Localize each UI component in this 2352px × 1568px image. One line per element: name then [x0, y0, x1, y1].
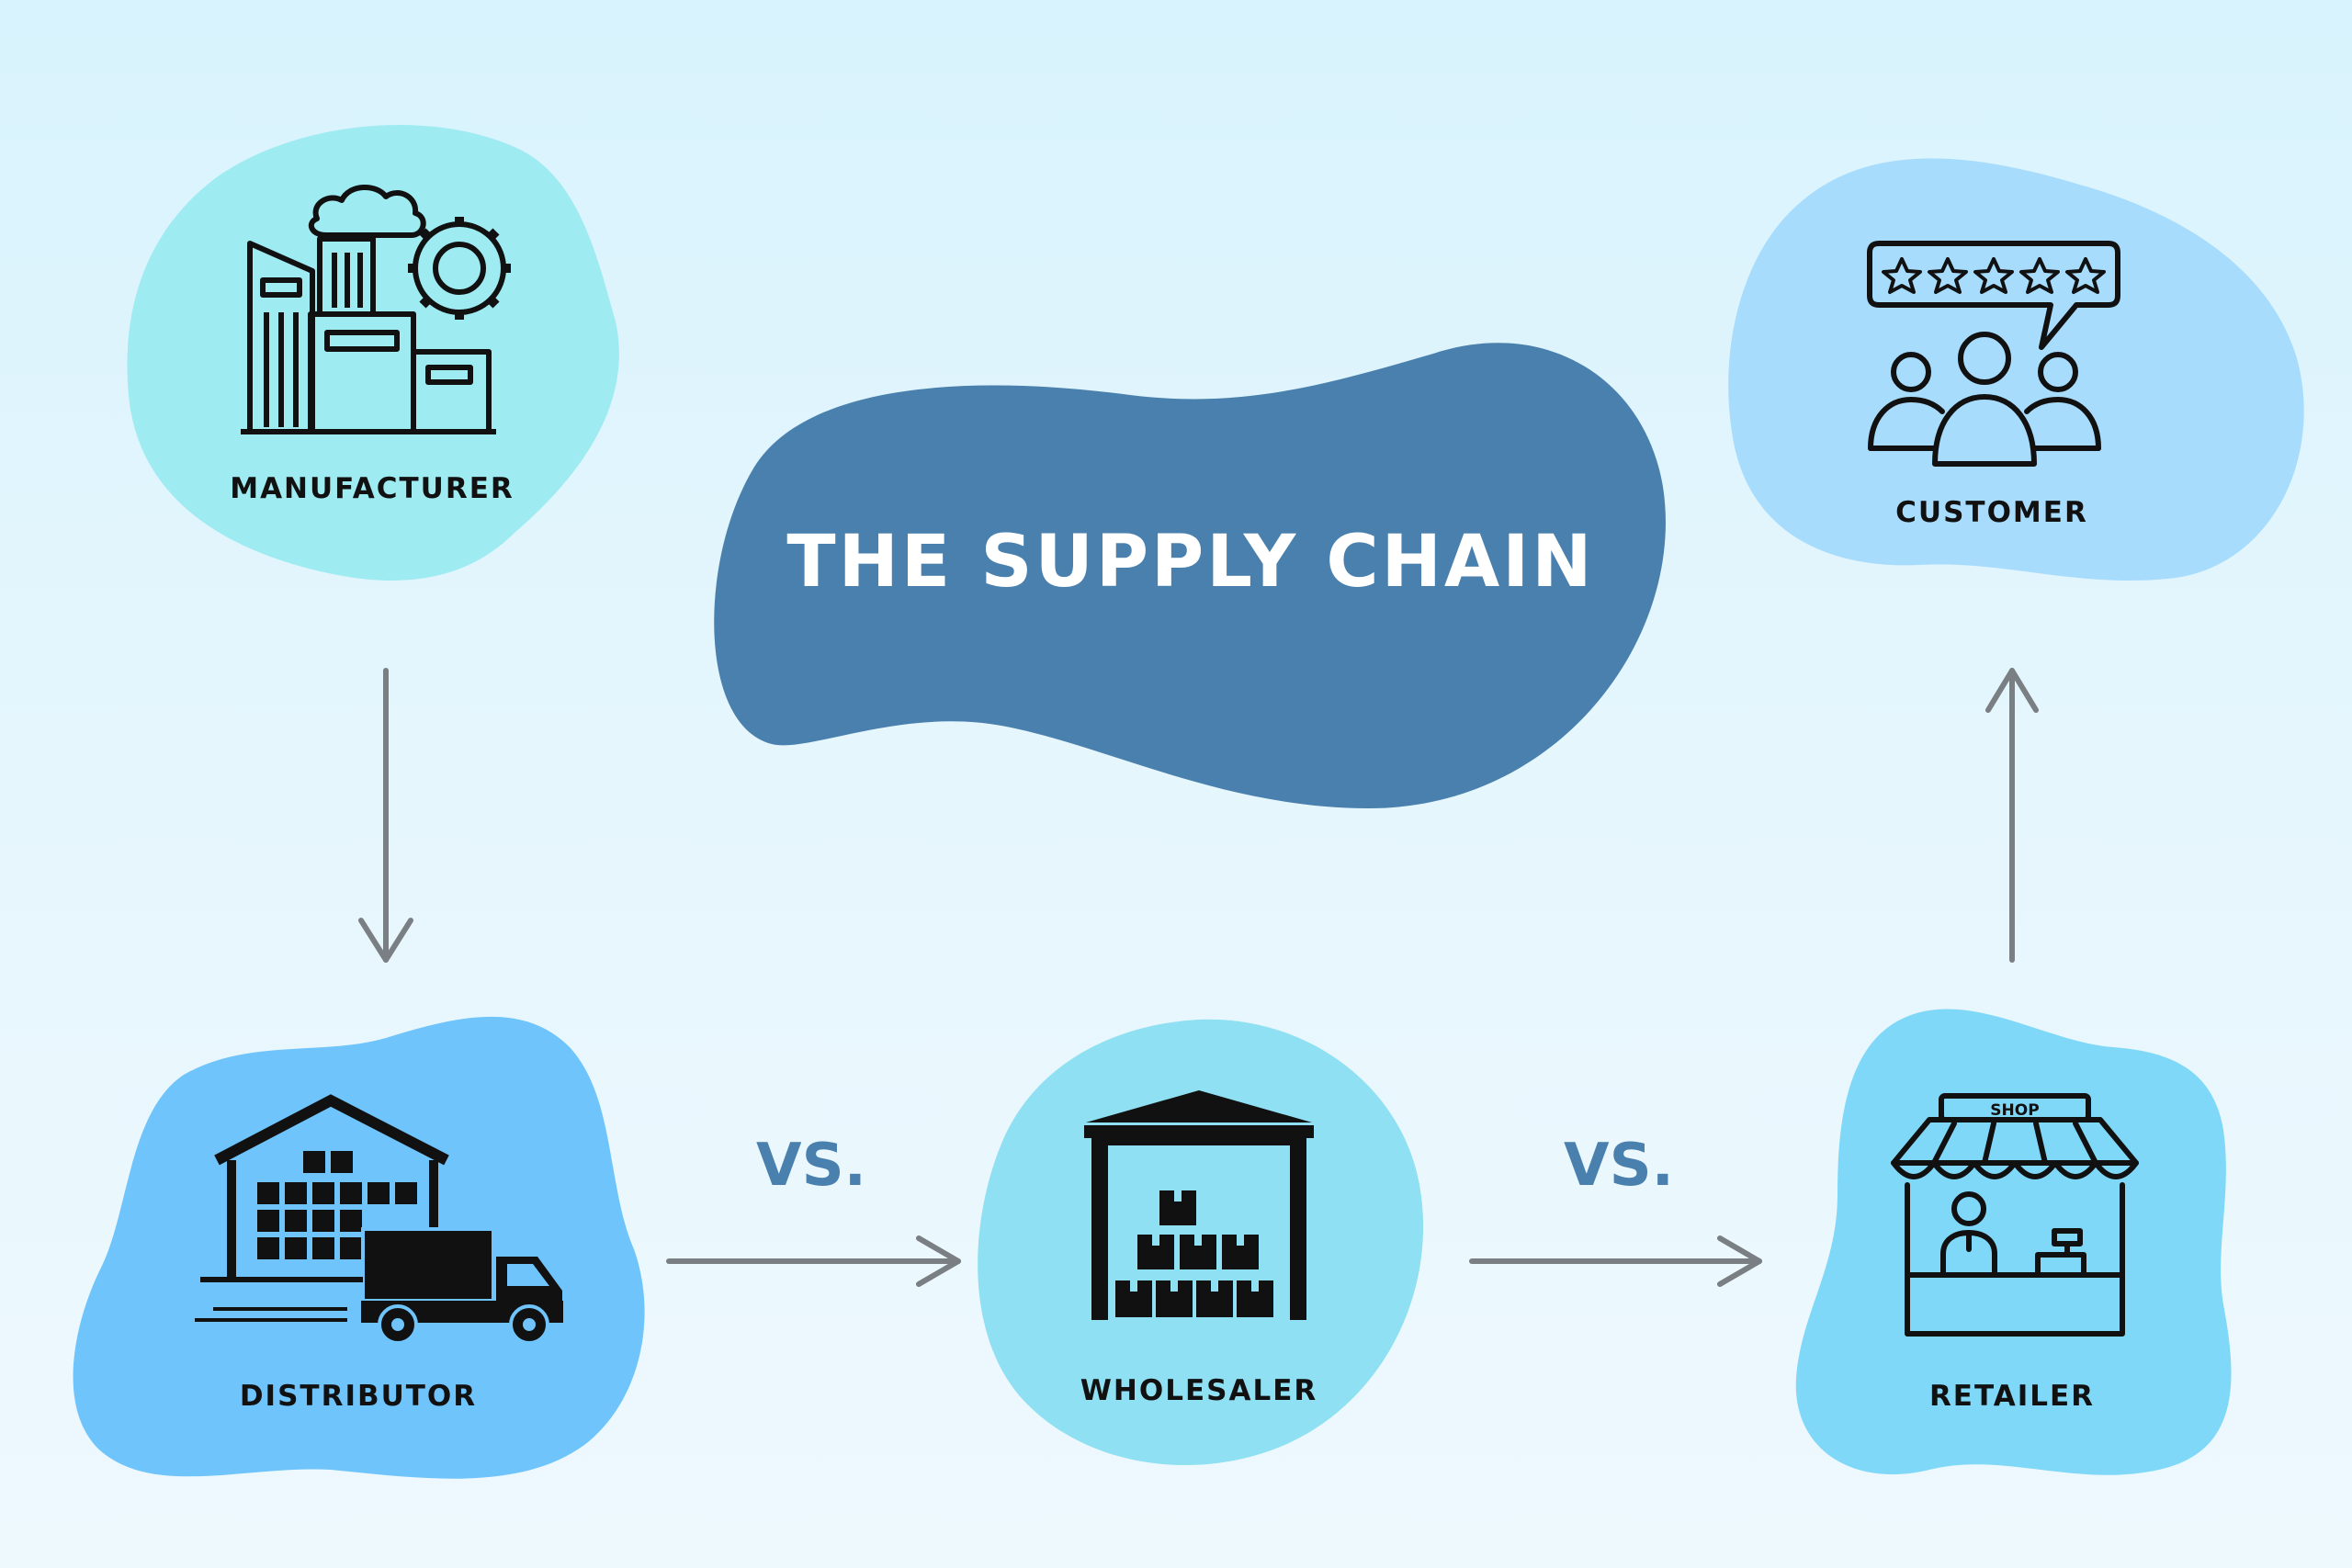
customer-label: CUSTOMER — [1895, 496, 2088, 529]
manufacturer-label: MANUFACTURER — [230, 472, 514, 505]
vs-label-2: VS. — [1564, 1132, 1674, 1200]
connectors — [358, 668, 2039, 1287]
node-retailer: SHOP RETAILER — [1795, 1009, 2232, 1475]
node-customer: CUSTOMER — [1728, 158, 2304, 581]
page-title: THE SUPPLY CHAIN — [786, 521, 1594, 604]
retailer-blob — [1795, 1009, 2232, 1475]
title-group: THE SUPPLY CHAIN — [714, 343, 1666, 808]
arrow-distributor-to-wholesaler — [666, 1235, 961, 1287]
node-distributor: DISTRIBUTOR — [73, 1016, 645, 1479]
retailer-label: RETAILER — [1929, 1380, 2095, 1413]
arrow-manufacturer-to-distributor — [358, 668, 413, 963]
factory-icon — [241, 184, 511, 434]
box-tape-marks — [1130, 1190, 1259, 1292]
title-blob — [714, 343, 1666, 808]
shop-stall-icon — [1891, 1093, 2139, 1337]
manufacturer-blob — [127, 125, 619, 581]
distributor-label: DISTRIBUTOR — [240, 1380, 477, 1413]
node-manufacturer: MANUFACTURER — [127, 125, 619, 581]
arrow-retailer-to-customer — [1985, 668, 2039, 963]
shop-sign-text: SHOP — [1990, 1101, 2039, 1120]
customer-rating-icon — [1867, 241, 2120, 467]
wholesaler-label: WHOLESALER — [1080, 1374, 1318, 1407]
arrow-wholesaler-to-retailer — [1469, 1235, 1762, 1287]
vs-label-1: VS. — [756, 1132, 866, 1200]
warehouse-truck-icon — [195, 1094, 563, 1345]
node-wholesaler: WHOLESALER — [978, 1019, 1424, 1466]
